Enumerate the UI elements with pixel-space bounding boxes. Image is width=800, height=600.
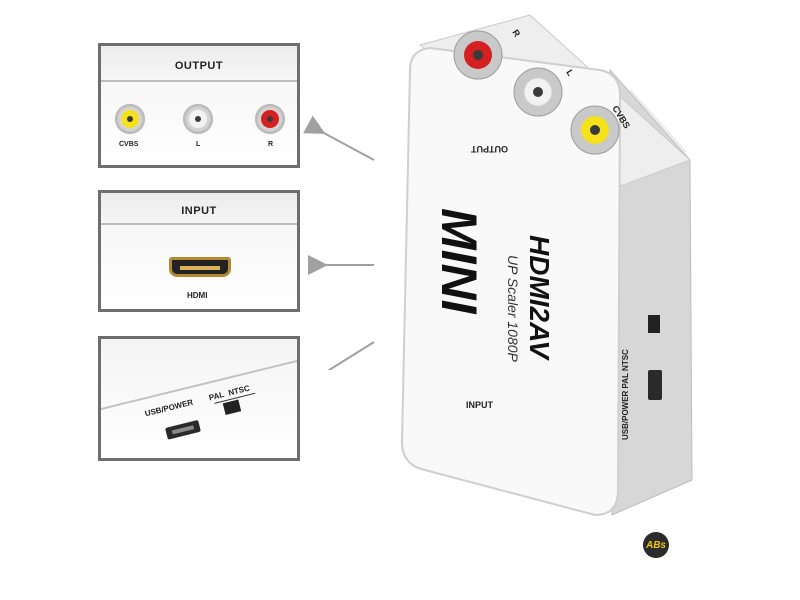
cvbs-label: CVBS: [119, 141, 139, 148]
device-r-label: R: [510, 28, 522, 39]
device-white-rca: [513, 67, 563, 117]
side-detail-drawing: USB/POWER PAL NTSC: [101, 360, 297, 440]
right-audio-rca-port: [255, 104, 285, 134]
callout-arrows: [303, 115, 375, 370]
abs-logo-text: ABs: [645, 539, 666, 551]
device-mini-logo: MINI: [431, 208, 487, 315]
side-arrow: [307, 341, 375, 370]
device-subtitle-label: UP Scaler 1080P: [505, 255, 521, 363]
panel-edge-line: [101, 223, 297, 225]
device-yellow-rca: [570, 105, 620, 155]
device-input-label: INPUT: [466, 400, 494, 410]
input-detail-panel: INPUT HDMI: [98, 190, 300, 312]
input-panel-title: INPUT: [181, 205, 217, 217]
pal-ntsc-switch: [222, 399, 242, 416]
panel-edge-line: [101, 80, 297, 82]
usb-power-label: USB/POWER: [144, 398, 194, 419]
r-label: R: [268, 141, 274, 148]
left-audio-rca-port: [183, 104, 213, 134]
l-label: L: [196, 141, 201, 148]
hdmi-label: HDMI: [187, 291, 208, 300]
abs-logo: ABs: [643, 532, 669, 558]
device-l-label: L: [564, 68, 576, 78]
output-panel-title: OUTPUT: [174, 60, 224, 72]
cvbs-rca-port: [115, 104, 145, 134]
device-mini-usb-port: [648, 370, 662, 400]
device-side-label: USB/POWER PAL NTSC: [621, 349, 630, 440]
side-detail-panel: USB/POWER PAL NTSC: [98, 336, 300, 461]
output-arrow: [303, 115, 375, 161]
device-red-rca: [453, 30, 503, 80]
pal-label: PAL: [208, 390, 225, 402]
device-pal-ntsc-switch: [648, 315, 660, 333]
hdmi2av-device: R L CVBS OUTPUT MINI HDMI2AV UP Scaler 1…: [400, 14, 693, 517]
hdmi-port: [169, 257, 231, 277]
device-model-label: HDMI2AV: [524, 235, 555, 361]
output-detail-panel: OUTPUT CVBS L R: [98, 43, 300, 168]
device-output-label: OUTPUT: [471, 144, 509, 154]
device-front-face: [400, 46, 622, 517]
